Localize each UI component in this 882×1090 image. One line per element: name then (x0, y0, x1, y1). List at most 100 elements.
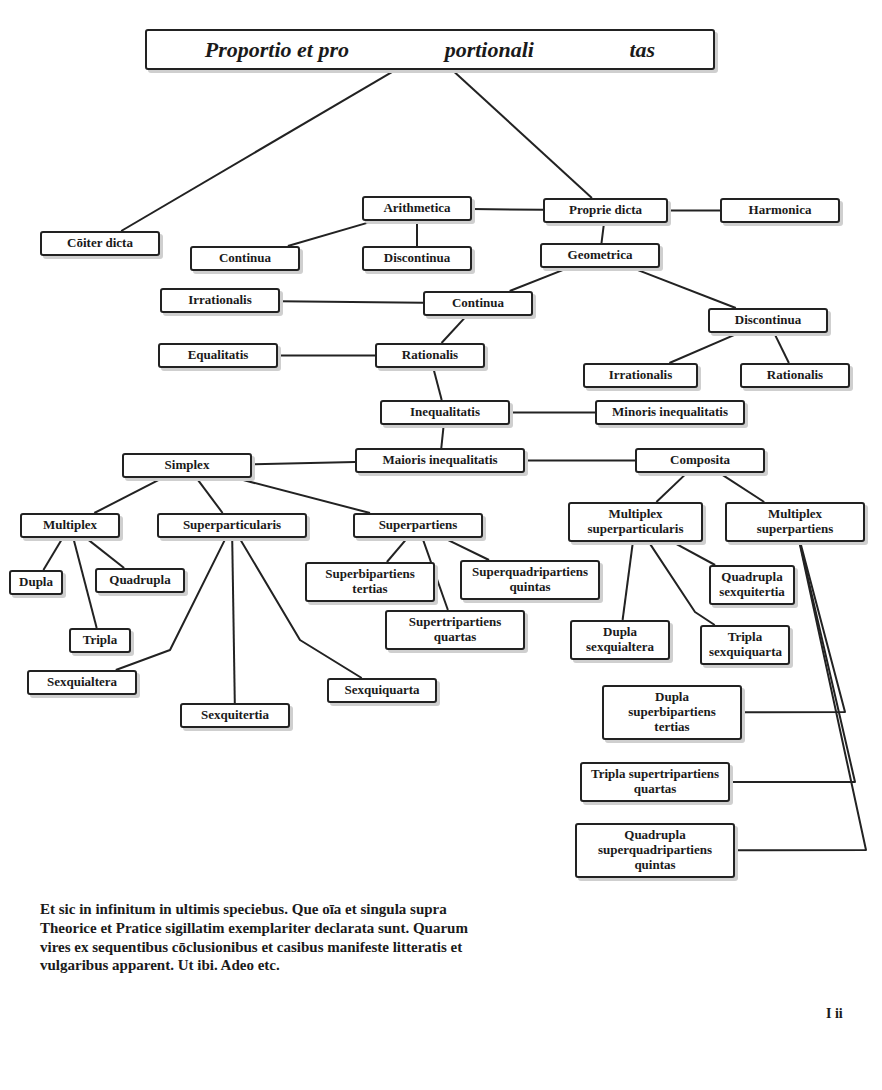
node-text: Dupla (19, 574, 53, 589)
node-text: Simplex (165, 457, 210, 472)
scroll-box: Inequalitatis (380, 400, 510, 425)
node-text: Rationalis (767, 367, 823, 382)
node-text: Continua (219, 250, 271, 265)
tree-branch (602, 223, 605, 243)
node-text: Harmonica (749, 202, 812, 217)
scroll-box: Quadrupla sexquitertia (709, 565, 795, 605)
node-text: Irrationalis (188, 292, 252, 307)
node-text: Maioris inequalitatis (382, 452, 497, 467)
node-text: Cōiter dicta (67, 235, 133, 250)
tree-branch (510, 412, 595, 414)
tree-branch (278, 355, 375, 357)
scroll-box: Dupla sexquialtera (570, 620, 670, 660)
scroll-box: Sexquialtera (27, 670, 137, 695)
scroll-box: Arithmetica (362, 196, 472, 221)
scroll-box: Multiplex (20, 513, 120, 538)
scroll-box: Cōiter dicta (40, 231, 160, 256)
scroll-box: Discontinua (708, 308, 828, 333)
tree-branch (623, 542, 633, 620)
node-text: Irrationalis (609, 367, 673, 382)
tree-branch (442, 316, 467, 343)
node-text: Quadrupla sexquitertia (719, 569, 785, 599)
tree-branch (252, 462, 355, 464)
tree-branch (632, 268, 736, 308)
tree-branch (288, 221, 374, 246)
node-text: Superpartiens (379, 517, 458, 532)
scroll-box: Rationalis (375, 343, 485, 368)
scroll-box: Minoris inequalitatis (595, 400, 745, 425)
tree-branch (121, 70, 395, 231)
node-text: Multiplex superpartiens (757, 506, 834, 536)
scroll-box: Tripla (69, 628, 131, 653)
node-text: Dupla sexquialtera (586, 624, 654, 654)
node-text: Composita (670, 452, 730, 467)
node-text: Discontinua (735, 312, 801, 327)
scroll-box: Rationalis (740, 363, 850, 388)
node-text: Arithmetica (383, 200, 450, 215)
tree-branch (441, 425, 443, 448)
scroll-box: Tripla sexquiquarta (700, 625, 790, 665)
tree-branch (510, 268, 569, 291)
node-text: Multiplex (43, 517, 97, 532)
node-text: Geometrica (568, 247, 633, 262)
node-text: Inequalitatis (410, 404, 480, 419)
scroll-box: Harmonica (720, 198, 840, 223)
scroll-box: Geometrica (540, 243, 660, 268)
tree-branch (433, 368, 441, 400)
scroll-box: Discontinua (362, 246, 472, 271)
node-text: Tripla sexquiquarta (709, 629, 782, 659)
tree-branch (387, 538, 408, 562)
scroll-box: Dupla superbipartiens tertias (602, 685, 742, 740)
tree-branch (774, 333, 789, 363)
tree-branch (672, 542, 715, 565)
node-text: Sexquialtera (47, 674, 117, 689)
page-mark: I ii (826, 1005, 866, 1023)
tree-branch (444, 538, 489, 560)
node-text: Continua (452, 295, 504, 310)
tree-branch (94, 478, 162, 513)
node-text: Superquadripartiens quintas (472, 564, 588, 594)
scroll-box: Superquadripartiens quintas (460, 560, 600, 600)
scroll-box: Superparticularis (157, 513, 307, 538)
scroll-box: Irrationalis (160, 288, 280, 313)
tree-branch (525, 460, 635, 462)
scroll-box: Proprie dicta (543, 198, 668, 223)
node-text: Discontinua (384, 250, 450, 265)
scroll-box: Maioris inequalitatis (355, 448, 525, 473)
tree-branch (196, 478, 222, 513)
scroll-box: Sexquiquarta (327, 678, 437, 703)
node-text: Superparticularis (183, 517, 281, 532)
scroll-box: Multiplex superpartiens (725, 502, 865, 542)
tree-branch (239, 538, 361, 678)
tree-branch (43, 538, 62, 570)
tree-branch (453, 70, 592, 198)
tree-branch (416, 221, 418, 246)
scroll-box: Continua (190, 246, 300, 271)
tree-branch (649, 542, 715, 625)
tree-branch (656, 473, 687, 502)
scroll-box: Multiplex superparticularis (568, 502, 703, 542)
node-text: Minoris inequalitatis (612, 404, 728, 419)
node-text: Rationalis (402, 347, 458, 362)
scroll-box: Superbipartiens tertias (305, 562, 435, 602)
node-text: portionali (445, 37, 534, 62)
scroll-box: Sexquitertia (180, 703, 290, 728)
node-text: Tripla supertripartiens quartas (591, 766, 719, 796)
node-text: Multiplex superparticularis (587, 506, 683, 536)
node-text: Proportio et pro (205, 37, 349, 62)
node-text: Quadrupla superquadripartiens quintas (598, 827, 712, 872)
scroll-box: Quadrupla superquadripartiens quintas (575, 823, 735, 878)
tree-branch (668, 210, 720, 212)
scroll-box: Simplex (122, 453, 252, 478)
tree-branch (73, 538, 96, 628)
node-text: Sexquiquarta (344, 682, 419, 697)
scroll-box: Superpartiens (353, 513, 483, 538)
scroll-box: Continua (423, 291, 533, 316)
tree-branch (232, 538, 235, 703)
scroll-box: Equalitatis (158, 343, 278, 368)
scroll-box: Composita (635, 448, 765, 473)
scroll-box: Dupla (9, 570, 63, 595)
node-text: Dupla superbipartiens tertias (628, 689, 715, 734)
node-text: Equalitatis (188, 347, 249, 362)
